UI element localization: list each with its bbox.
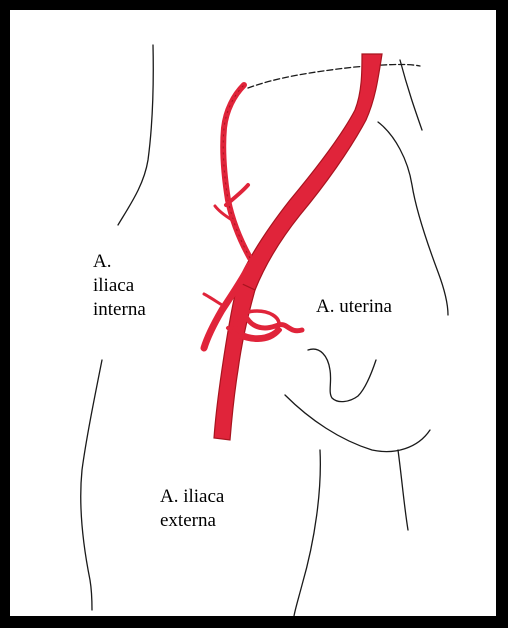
left-flank-upper-line xyxy=(118,45,153,225)
iliaca-externa-artery xyxy=(214,282,255,440)
diagram-panel: A. iliaca interna A. uterina A. iliaca e… xyxy=(10,10,496,616)
sacrum-edge-line xyxy=(400,60,422,130)
pelvic-brim-contour xyxy=(248,64,420,88)
iliaca-communis-artery xyxy=(238,54,382,290)
body-outline xyxy=(81,45,448,616)
pubic-line-right xyxy=(398,450,408,530)
pelvic-inlet-curve xyxy=(285,395,430,452)
internal-iliac-small-branch xyxy=(204,294,222,305)
label-uterina: A. uterina xyxy=(316,295,392,319)
label-iliaca-interna: A. iliaca interna xyxy=(93,250,146,322)
pelvic-arteries-illustration xyxy=(10,10,496,616)
arteries xyxy=(204,54,382,440)
pubic-line-left xyxy=(294,450,320,616)
sacrum-outline xyxy=(378,122,448,315)
label-iliaca-externa: A. iliaca externa xyxy=(160,485,224,533)
iliaca-interna-artery xyxy=(223,85,250,258)
uterus-contour xyxy=(308,349,376,402)
left-flank-lower-line xyxy=(81,360,102,610)
